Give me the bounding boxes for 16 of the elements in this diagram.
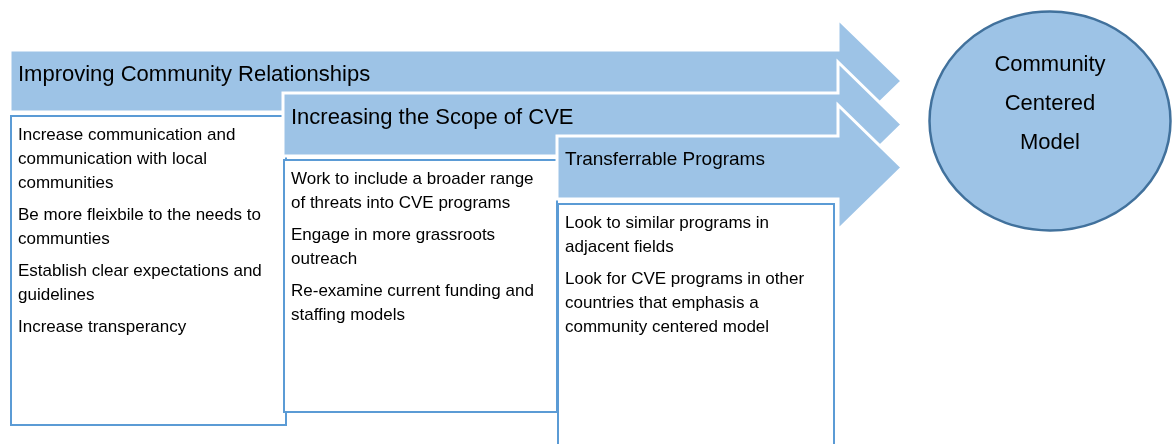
- list-item: Look to similar programs in adjacent fields: [565, 212, 771, 258]
- list-panel: [10, 115, 287, 426]
- list-item: Increase communication and communication with local communities: [18, 124, 237, 194]
- list-item: Establish clear expectations and guidelines: [18, 260, 263, 306]
- list-panel: [283, 159, 558, 413]
- arrow-heading: Increasing the Scope of CVE: [291, 103, 574, 131]
- list-item: Be more fleixbile to the needs to communties: [18, 204, 262, 250]
- ellipse-label: Community Centered Model: [993, 49, 1107, 156]
- list-item: Engage in more grassroots outreach: [291, 224, 497, 270]
- list-item: Re-examine current funding and staffing models: [291, 280, 535, 326]
- arrow-heading: Transferrable Programs: [565, 147, 765, 171]
- list-item: Look for CVE programs in other countries that emphasis a community centered model: [565, 268, 806, 338]
- list-panel: [557, 203, 835, 444]
- arrow-heading: Improving Community Relationships: [18, 60, 371, 88]
- list-item: Work to include a broader range of threats into CVE programs: [291, 168, 535, 214]
- list-item: Increase transperancy: [18, 316, 188, 338]
